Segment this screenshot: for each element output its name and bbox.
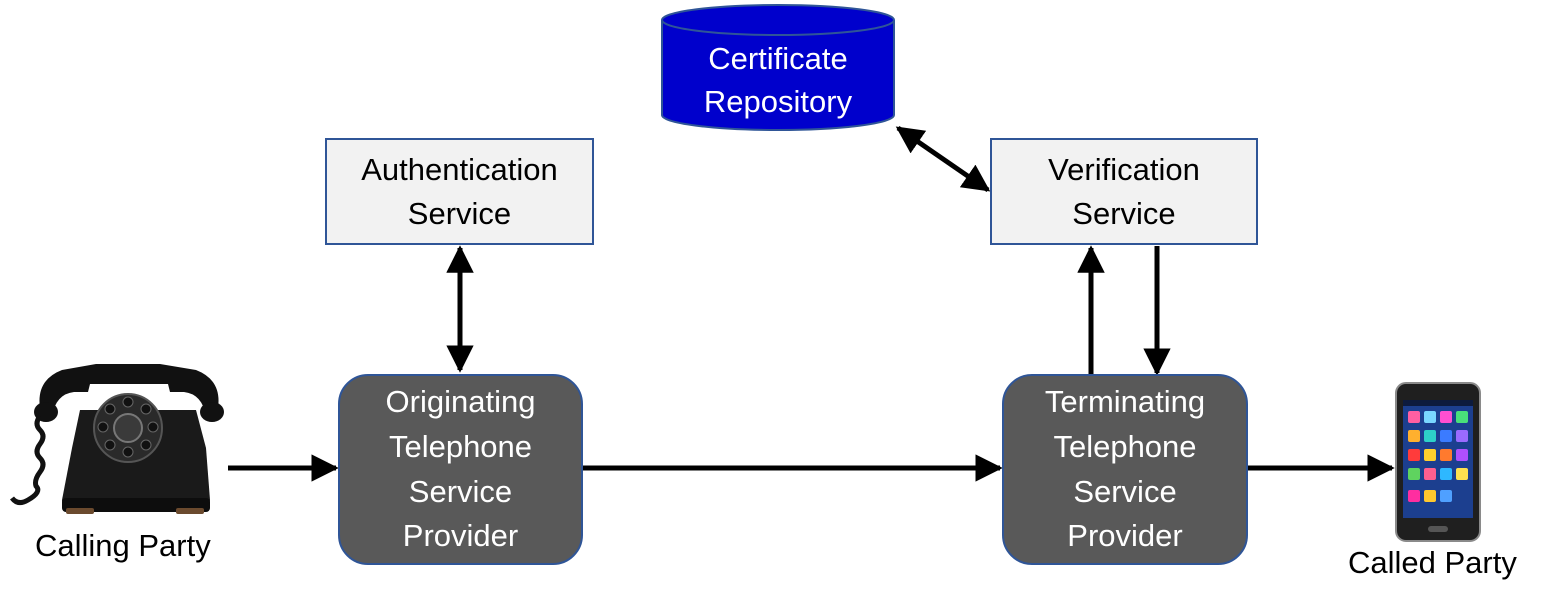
originating-provider-label: Originating Telephone Service Provider bbox=[385, 383, 536, 554]
arrow-repository-verification bbox=[895, 125, 991, 193]
verification-service-label: Verification Service bbox=[1048, 152, 1200, 231]
calling-party-label: Calling Party bbox=[35, 528, 211, 563]
originating-provider-box: Originating Telephone Service Provider bbox=[338, 374, 583, 565]
authentication-service-box: Authentication Service bbox=[325, 138, 594, 245]
certificate-repository-label: Certificate Repository bbox=[703, 40, 853, 119]
verification-service-box: Verification Service bbox=[990, 138, 1258, 245]
called-party-label: Called Party bbox=[1348, 545, 1517, 580]
authentication-service-label: Authentication Service bbox=[361, 152, 558, 231]
terminating-provider-box: Terminating Telephone Service Provider bbox=[1002, 374, 1248, 565]
terminating-provider-label: Terminating Telephone Service Provider bbox=[1044, 383, 1206, 554]
